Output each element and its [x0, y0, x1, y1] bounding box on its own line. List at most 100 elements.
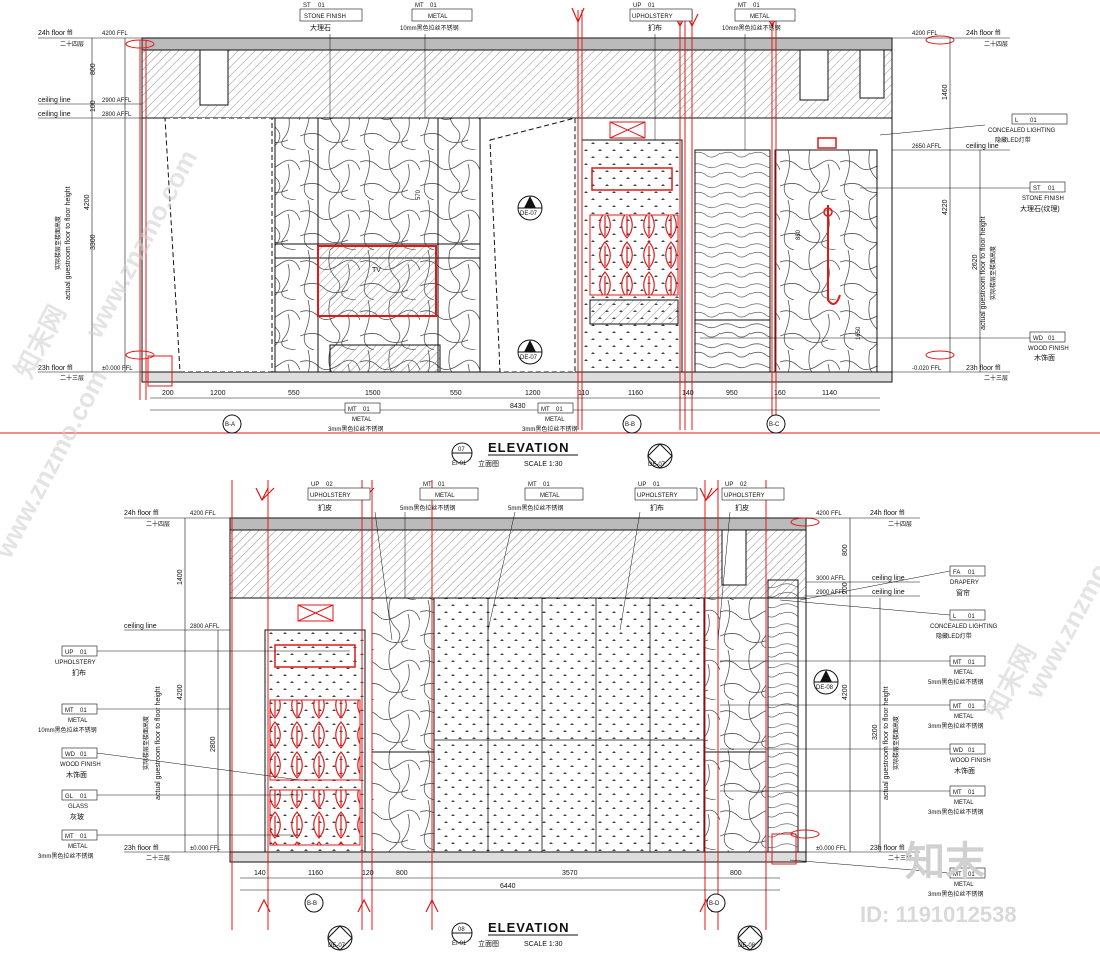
svg-text:UPHOLSTERY: UPHOLSTERY — [310, 493, 351, 499]
svg-text:24h floor ffl: 24h floor ffl — [124, 510, 159, 517]
svg-text:5mm黑色拉丝不锈钢: 5mm黑色拉丝不锈钢 — [928, 678, 983, 686]
lower-ceiling-void — [229, 529, 807, 599]
upper-bottom-dims: 200 1200 550 1500 550 1200 110 1160 140 … — [150, 390, 880, 411]
svg-text:大理石(纹理): 大理石(纹理) — [1020, 204, 1060, 213]
svg-text:2620: 2620 — [972, 254, 979, 270]
svg-text:550: 550 — [450, 390, 462, 397]
svg-text:01: 01 — [80, 650, 87, 656]
svg-text:EI-01: EI-01 — [452, 941, 467, 947]
svg-text:WOOD FINISH: WOOD FINISH — [1028, 346, 1069, 352]
svg-text:23h floor ffl: 23h floor ffl — [870, 845, 905, 852]
svg-text:23h floor ffl: 23h floor ffl — [966, 365, 1001, 372]
svg-text:24h floor ffl: 24h floor ffl — [966, 30, 1001, 37]
svg-text:B-C: B-C — [769, 422, 780, 428]
svg-text:01: 01 — [438, 482, 445, 488]
lower-vertical-label: actual guestroom floor to floor height — [155, 686, 162, 800]
svg-text:立面图: 立面图 — [478, 459, 499, 468]
lower-upholstered-wall — [433, 597, 705, 853]
svg-text:4200 FFL: 4200 FFL — [816, 511, 842, 517]
svg-text:二十四层: 二十四层 — [60, 40, 84, 48]
upper-right-levels: 4200 FFL 24h floor ffl 二十四层 2650 AFFL ce… — [892, 30, 1010, 382]
svg-text:扪皮: 扪皮 — [318, 503, 332, 512]
svg-text:2900 AFFL: 2900 AFFL — [102, 98, 132, 104]
svg-text:UPHOLSTERY: UPHOLSTERY — [724, 493, 765, 499]
svg-text:METAL: METAL — [954, 882, 974, 888]
svg-text:01: 01 — [80, 834, 87, 840]
svg-text:570: 570 — [416, 189, 422, 200]
svg-text:木饰面: 木饰面 — [954, 766, 975, 775]
svg-text:1200: 1200 — [525, 390, 541, 397]
svg-text:METAL: METAL — [954, 714, 974, 720]
svg-text:METAL: METAL — [435, 493, 455, 499]
svg-text:01: 01 — [1048, 186, 1055, 192]
svg-text:木饰面: 木饰面 — [1034, 353, 1055, 362]
svg-text:大理石: 大理石 — [310, 23, 331, 32]
svg-text:01: 01 — [968, 748, 975, 754]
svg-text:±0.000 FFL: ±0.000 FFL — [816, 846, 847, 852]
svg-text:扪布: 扪布 — [650, 503, 664, 512]
svg-text:CONCEALED LIGHTING: CONCEALED LIGHTING — [930, 624, 998, 630]
svg-text:01: 01 — [968, 790, 975, 796]
svg-text:4200 FFL: 4200 FFL — [912, 31, 938, 37]
svg-text:±0.000 FFL: ±0.000 FFL — [102, 366, 133, 372]
svg-text:110: 110 — [578, 390, 589, 397]
svg-text:WD: WD — [953, 748, 964, 754]
svg-text:07: 07 — [458, 447, 465, 453]
svg-text:MT: MT — [65, 708, 74, 714]
svg-text:木饰面: 木饰面 — [66, 770, 87, 779]
lower-bottom-dims: 140 1160 120 800 3570 800 6440 — [240, 870, 780, 891]
svg-text:二十三层: 二十三层 — [888, 854, 912, 862]
svg-text:二十四层: 二十四层 — [146, 520, 170, 528]
svg-text:二十三层: 二十三层 — [60, 374, 84, 382]
svg-text:STONE FINISH: STONE FINISH — [304, 14, 346, 20]
svg-text:B-A: B-A — [225, 422, 235, 428]
svg-text:1160: 1160 — [308, 870, 323, 877]
svg-text:880: 880 — [796, 229, 802, 240]
svg-text:MT: MT — [541, 407, 550, 413]
svg-text:UP: UP — [65, 650, 73, 656]
svg-text:01: 01 — [968, 660, 975, 666]
svg-text:MT: MT — [348, 407, 357, 413]
svg-text:±0.000 FFL: ±0.000 FFL — [190, 846, 221, 852]
svg-text:4200: 4200 — [842, 684, 849, 700]
svg-text:200: 200 — [162, 390, 174, 397]
svg-text:METAL: METAL — [954, 800, 974, 806]
svg-text:1200: 1200 — [210, 390, 226, 397]
svg-text:EI-01: EI-01 — [452, 461, 467, 467]
lower-axis-bubbles — [304, 893, 726, 913]
svg-text:MT: MT — [423, 482, 432, 488]
svg-text:二十三层: 二十三层 — [146, 854, 170, 862]
upper-axis-bubbles — [222, 414, 786, 434]
svg-text:5mm黑色拉丝不锈钢: 5mm黑色拉丝不锈钢 — [508, 504, 563, 512]
svg-text:MT: MT — [415, 3, 424, 9]
lower-section-marks: DE-08 DE-07 DE-08 — [327, 669, 839, 951]
lower-stone-column-right — [703, 597, 767, 853]
svg-text:8430: 8430 — [510, 403, 526, 410]
svg-text:UPHOLSTERY: UPHOLSTERY — [632, 14, 673, 20]
svg-text:UP: UP — [633, 3, 641, 9]
lower-left-levels: 24h floor ffl 二十四层 4200 FFL ceiling line… — [124, 510, 230, 862]
svg-text:ceiling line: ceiling line — [124, 623, 157, 630]
svg-text:10mm黑色拉丝不锈钢: 10mm黑色拉丝不锈钢 — [38, 726, 97, 734]
svg-text:MT: MT — [953, 660, 962, 666]
upper-bottom-callout: MT 01 METAL 3mm黑色拉丝不锈钢 MT 01 METAL 3mm黑色… — [328, 402, 577, 433]
svg-text:1400: 1400 — [177, 569, 184, 585]
svg-text:3mm黑色拉丝不锈钢: 3mm黑色拉丝不锈钢 — [928, 722, 983, 730]
svg-text:B-D: B-D — [709, 901, 720, 907]
svg-text:二十四层: 二十四层 — [888, 520, 912, 528]
upper-elevation: TV — [0, 3, 1100, 469]
svg-text:UP: UP — [725, 482, 733, 488]
lower-drapery — [767, 579, 799, 853]
svg-text:01: 01 — [1048, 336, 1055, 342]
svg-text:METAL: METAL — [68, 844, 88, 850]
svg-text:SCALE 1:30: SCALE 1:30 — [524, 941, 563, 948]
svg-text:01: 01 — [543, 482, 550, 488]
svg-text:隐藏LED灯带: 隐藏LED灯带 — [936, 632, 972, 640]
svg-text:ceiling line: ceiling line — [38, 97, 71, 104]
svg-text:WD: WD — [1033, 336, 1044, 342]
svg-text:4200: 4200 — [84, 194, 91, 210]
svg-text:ST: ST — [303, 3, 311, 9]
svg-text:UPHOLSTERY: UPHOLSTERY — [637, 493, 678, 499]
svg-text:4200: 4200 — [177, 684, 184, 700]
svg-text:MT: MT — [953, 790, 962, 796]
